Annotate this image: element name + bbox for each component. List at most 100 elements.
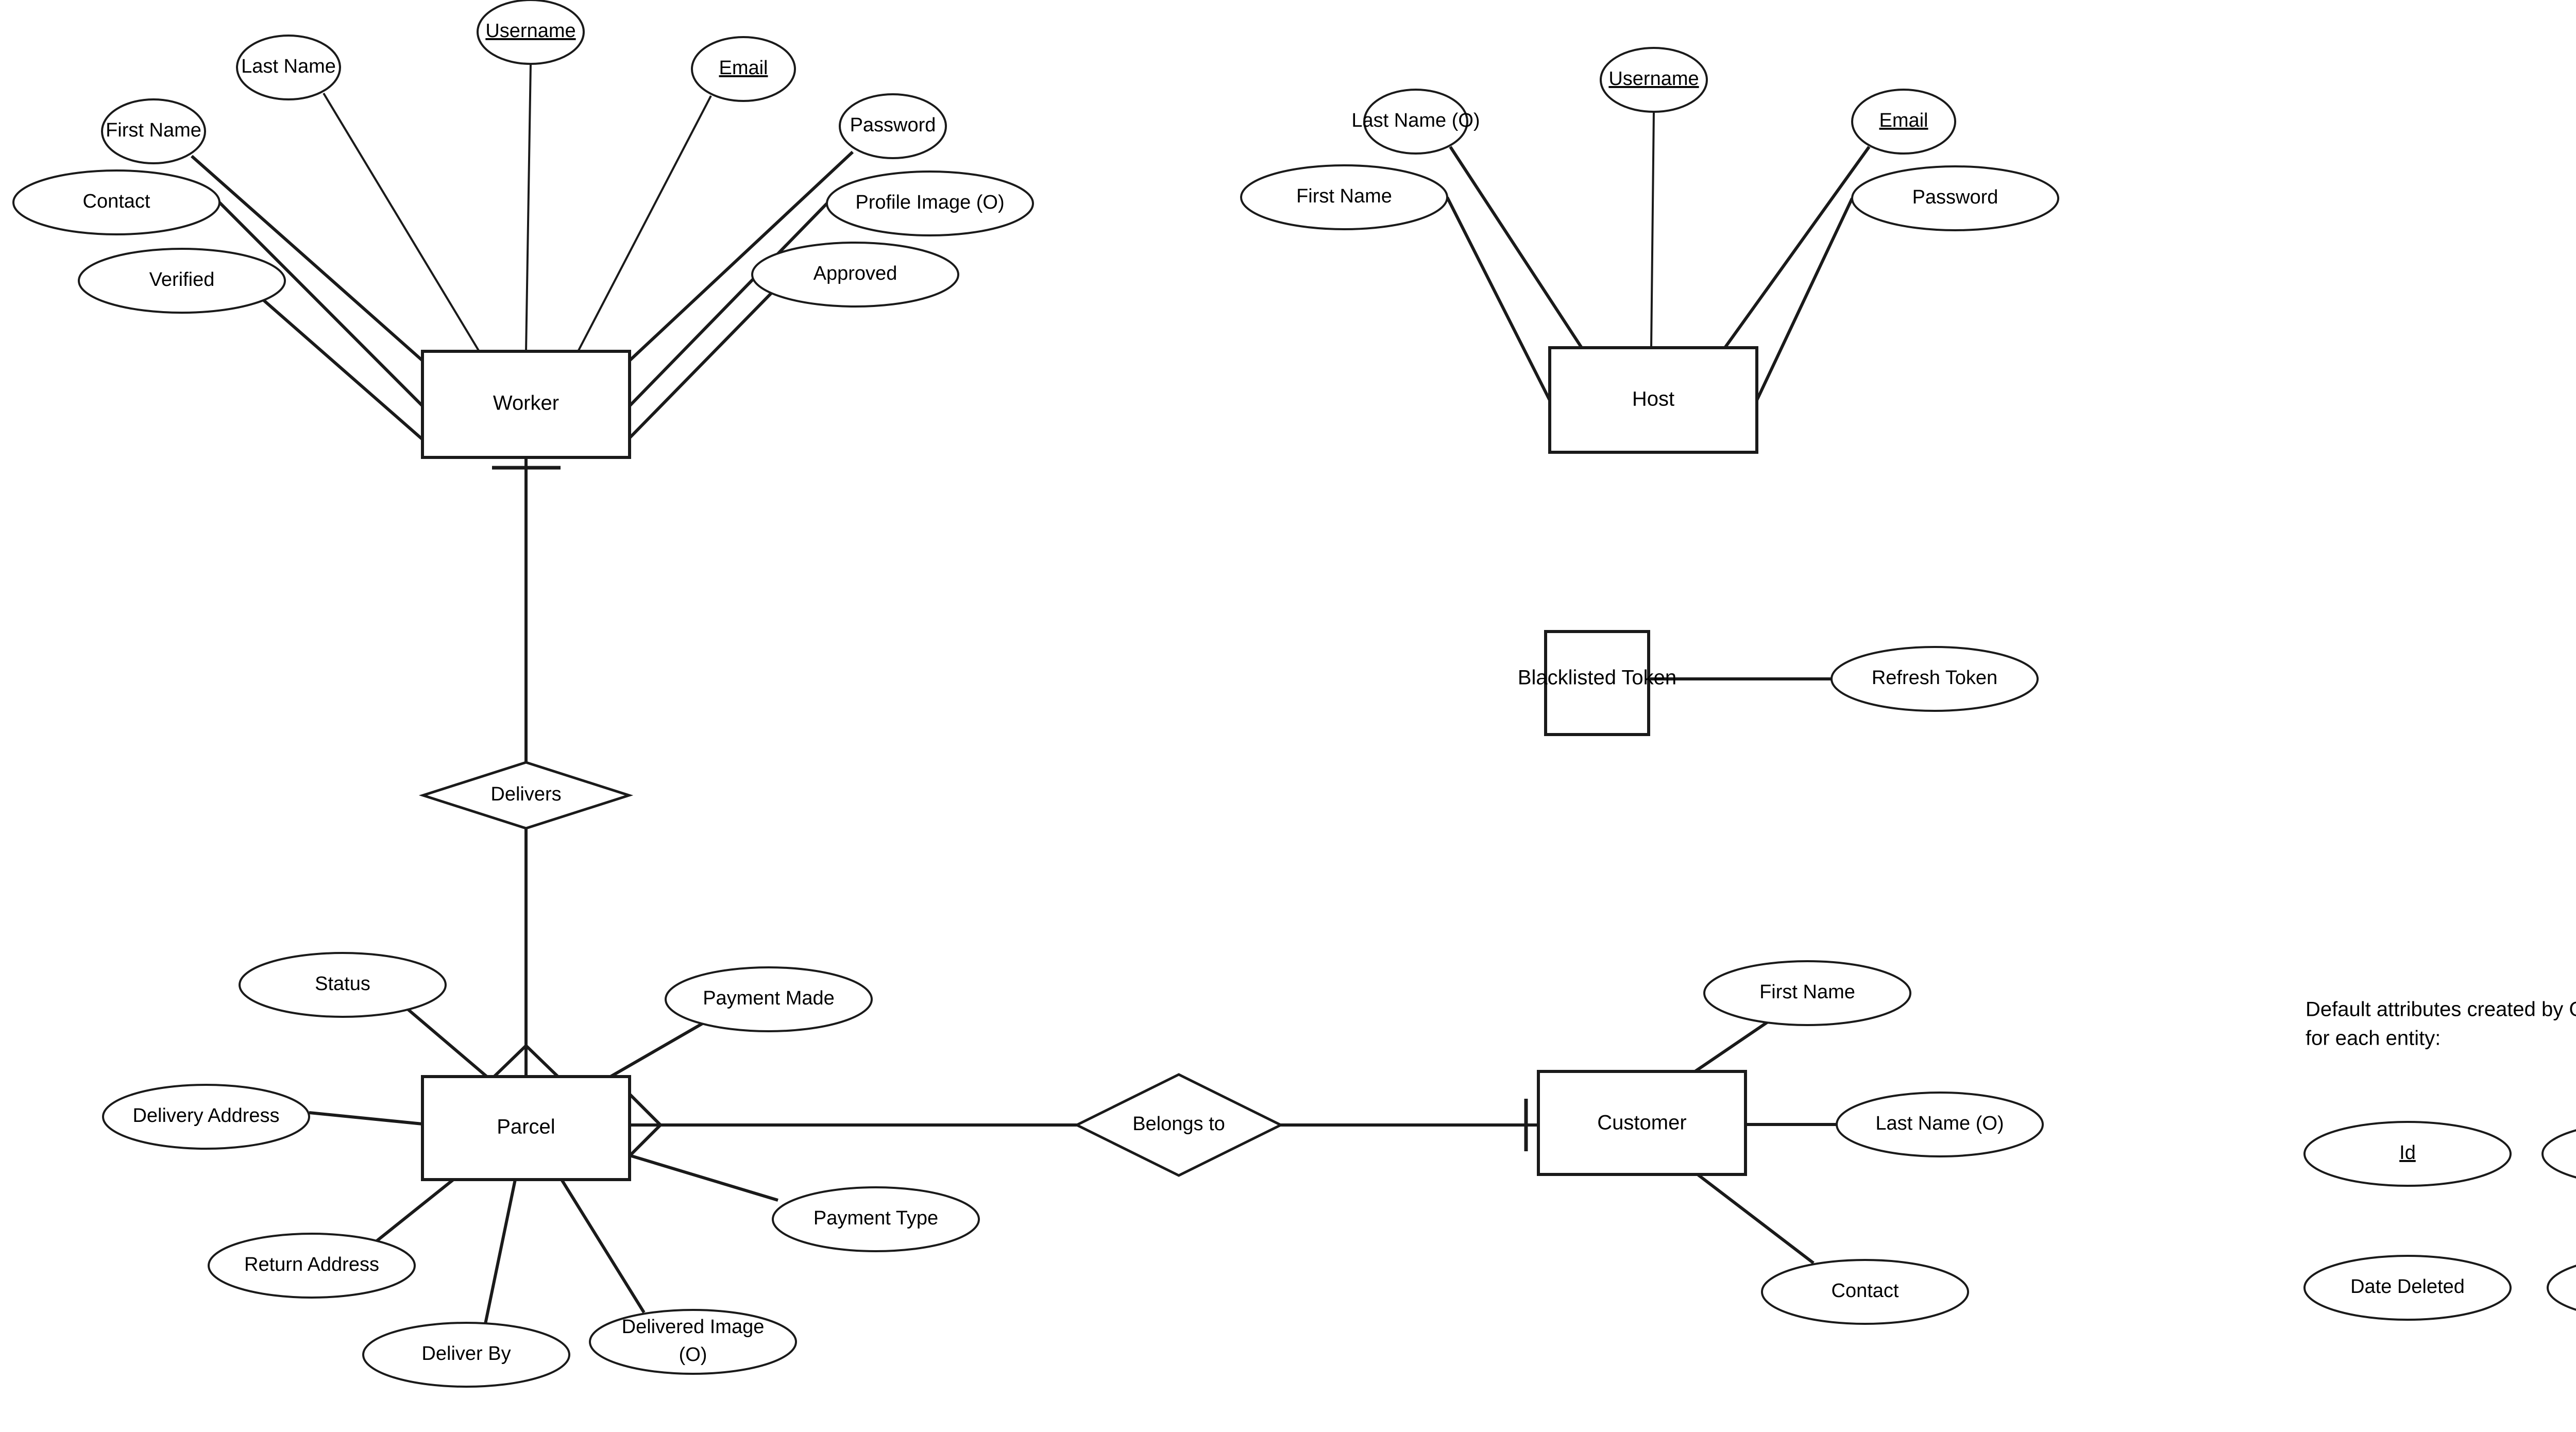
gorm-defaults-legend: Default attributes created by GORM for e… (2303, 998, 2576, 1321)
legend-label-id: Id (2399, 1142, 2416, 1164)
attribute-ellipse-worker-username[interactable] (477, 0, 585, 65)
attribute-label-host-username: Username (1608, 68, 1699, 90)
entity-group-worker: Worker Username Last Name Email First Na… (12, 0, 1034, 459)
relationship-diamond-belongs-to[interactable] (1074, 1073, 1284, 1177)
attribute-label-worker-approved: Approved (814, 263, 897, 284)
cardinality-many-parcel-belongs-to (628, 1093, 662, 1157)
parcel-attribute-edges (309, 1007, 778, 1324)
attribute-ellipse-worker-contact[interactable] (12, 169, 221, 235)
legend-ellipse-date-created[interactable] (2541, 1122, 2576, 1186)
relationship-label-delivers: Delivers (490, 783, 561, 805)
relationship-diamond-delivers[interactable] (418, 761, 634, 830)
edge-worker-email (577, 95, 712, 352)
edge-parcel-payment-made (609, 1021, 705, 1078)
attribute-ellipse-parcel-payment-made[interactable] (665, 966, 873, 1032)
attribute-label-customer-last-name: Last Name (O) (1875, 1113, 2004, 1134)
attribute-ellipse-refresh-token[interactable] (1831, 646, 2039, 712)
attribute-label-parcel-delivered-image-line2: (O) (679, 1344, 707, 1366)
relationship-group-belongs-to: Belongs to (628, 1073, 1538, 1177)
edge-parcel-delivered-image (560, 1179, 646, 1314)
edge-parcel-payment-type (629, 1154, 778, 1202)
edge-host-username (1650, 111, 1655, 348)
attribute-ellipse-host-email[interactable] (1851, 89, 1956, 155)
attribute-label-worker-first-name: First Name (106, 120, 201, 141)
attribute-ellipse-worker-email[interactable] (691, 36, 796, 102)
edge-customer-contact (1697, 1173, 1815, 1265)
entity-label-customer: Customer (1597, 1112, 1686, 1134)
legend-title-line1: Default attributes created by GORM (2306, 998, 2576, 1021)
attribute-label-parcel-delivered-image-line1: Delivered Image (622, 1316, 765, 1338)
edge-parcel-delivery-address (309, 1111, 423, 1126)
attribute-ellipse-parcel-deliver-by[interactable] (362, 1322, 570, 1388)
edge-worker-contact (218, 201, 424, 407)
entity-group-host: Host Username Last Name (O) Email First … (1240, 47, 2059, 454)
attribute-ellipse-worker-verified[interactable] (78, 248, 286, 314)
entity-box-parcel[interactable] (421, 1075, 631, 1181)
entity-box-customer[interactable] (1537, 1070, 1747, 1176)
entity-label-host: Host (1632, 388, 1674, 411)
attribute-ellipse-host-username[interactable] (1600, 47, 1708, 113)
attribute-ellipse-worker-profile-image[interactable] (826, 171, 1034, 236)
attribute-ellipse-worker-approved[interactable] (751, 242, 959, 308)
attribute-label-worker-profile-image: Profile Image (O) (855, 192, 1004, 213)
attribute-ellipse-worker-last-name[interactable] (236, 35, 341, 100)
attribute-ellipse-customer-contact[interactable] (1761, 1259, 1969, 1325)
legend-ellipse-id[interactable] (2303, 1121, 2512, 1187)
attribute-ellipse-worker-first-name[interactable] (101, 98, 206, 164)
entity-group-blacklisted-token: Blacklisted Token Refresh Token (1518, 630, 2039, 736)
edge-worker-approved (609, 261, 803, 459)
edge-customer-first-name (1694, 1017, 1773, 1073)
attribute-label-parcel-return-address: Return Address (244, 1254, 379, 1275)
attribute-ellipse-customer-last-name[interactable] (1836, 1092, 2044, 1157)
entity-box-host[interactable] (1548, 346, 1758, 454)
attribute-label-parcel-status: Status (315, 973, 370, 995)
entity-box-blacklisted-token[interactable] (1544, 630, 1650, 736)
attribute-ellipse-parcel-return-address[interactable] (208, 1233, 416, 1299)
edge-worker-password (628, 150, 854, 362)
attribute-label-worker-email: Email (719, 57, 768, 79)
legend-ellipse-date-deleted[interactable] (2303, 1255, 2512, 1321)
attribute-label-worker-password: Password (850, 114, 936, 136)
host-attribute-edges (1446, 111, 1871, 401)
attribute-ellipse-worker-password[interactable] (839, 93, 947, 159)
attribute-label-customer-first-name: First Name (1759, 981, 1855, 1003)
attribute-label-refresh-token: Refresh Token (1872, 667, 1997, 689)
attribute-label-host-last-name: Last Name (O) (1351, 110, 1480, 131)
cardinality-many-parcel-delivers (493, 1044, 560, 1078)
attribute-ellipse-customer-first-name[interactable] (1703, 960, 1911, 1026)
attribute-ellipse-parcel-payment-type[interactable] (772, 1186, 980, 1252)
attribute-label-customer-contact: Contact (1832, 1280, 1899, 1302)
attribute-ellipse-parcel-delivered-image[interactable] (589, 1309, 797, 1375)
attribute-ellipse-parcel-delivery-address[interactable] (102, 1084, 310, 1150)
worker-attribute-edges (191, 63, 854, 459)
customer-attribute-edges (1694, 1017, 1837, 1265)
relationship-group-delivers: Delivers (418, 457, 634, 1078)
attribute-ellipse-host-password[interactable] (1851, 165, 2059, 231)
relationship-label-belongs-to: Belongs to (1132, 1113, 1225, 1135)
attribute-label-parcel-delivery-address: Delivery Address (132, 1105, 279, 1127)
legend-ellipse-date-updated[interactable] (2547, 1256, 2576, 1320)
edge-worker-profile-image (628, 202, 828, 407)
attribute-label-worker-contact: Contact (83, 191, 150, 212)
edge-parcel-deliver-by (484, 1179, 517, 1324)
attribute-label-worker-username: Username (485, 20, 575, 42)
attribute-label-host-first-name: First Name (1296, 185, 1392, 207)
edge-host-email (1723, 146, 1871, 349)
entity-label-worker: Worker (493, 392, 559, 415)
attribute-ellipse-host-first-name[interactable] (1240, 164, 1448, 230)
attribute-ellipse-parcel-status[interactable] (239, 952, 447, 1018)
legend-label-date-deleted: Date Deleted (2350, 1276, 2465, 1298)
edge-parcel-return-address (375, 1178, 454, 1243)
entity-label-blacklisted-token: Blacklisted Token (1518, 667, 1676, 689)
edge-host-password (1755, 197, 1854, 401)
edge-host-first-name (1446, 196, 1551, 401)
attribute-label-parcel-payment-type: Payment Type (814, 1207, 938, 1229)
edge-worker-username (525, 63, 532, 352)
attribute-label-host-password: Password (1912, 186, 1998, 208)
attribute-label-parcel-deliver-by: Deliver By (421, 1343, 511, 1365)
entity-group-parcel: Parcel Status Payment Made Delivery Addr… (102, 952, 980, 1388)
edge-parcel-status (406, 1007, 488, 1078)
attribute-ellipse-host-last-name[interactable] (1363, 89, 1468, 155)
entity-box-worker[interactable] (421, 350, 631, 459)
